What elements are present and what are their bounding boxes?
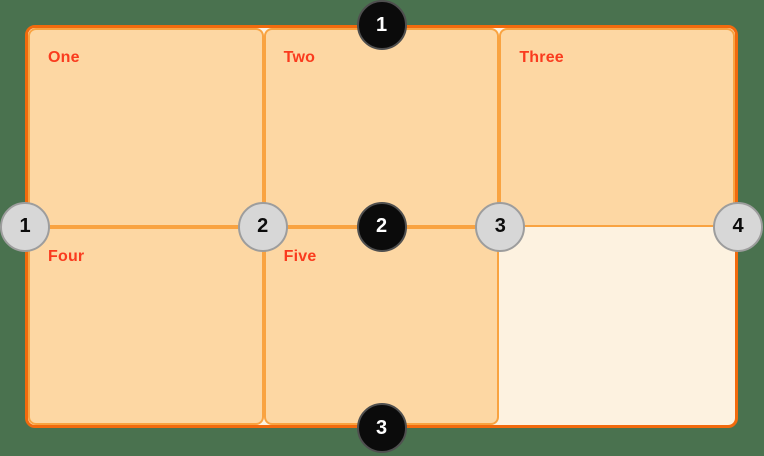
row-line-number: 3 [375,416,388,439]
row-line-number: 1 [375,13,388,36]
cell-label: Two [283,49,316,66]
column-line-marker-1: 1 [0,201,50,252]
row-line-number: 2 [375,215,388,237]
column-line-marker-3: 3 [475,201,526,252]
row-line-marker-3: 3 [356,403,407,453]
cell-label: Four [48,247,85,265]
cell-label: Three [519,49,564,66]
column-line-number: 4 [732,215,744,237]
grid-cell-four: Four [28,226,264,425]
cell-label: One [48,49,80,66]
row-line-marker-2: 2 [356,201,407,252]
grid-cell-five: Five [263,226,500,425]
column-line-marker-4: 4 [713,201,763,252]
column-line-number: 2 [257,215,269,237]
grid-container: One Two Three Four Five [25,25,738,428]
cell-label: Five [283,247,317,265]
row-line-marker-1: 1 [356,0,407,50]
column-line-number: 3 [494,215,506,237]
column-line-marker-2: 2 [237,201,288,252]
column-line-number: 1 [19,215,31,237]
grid-cell-three: Three [499,28,735,227]
grid-cell-one: One [28,28,264,227]
